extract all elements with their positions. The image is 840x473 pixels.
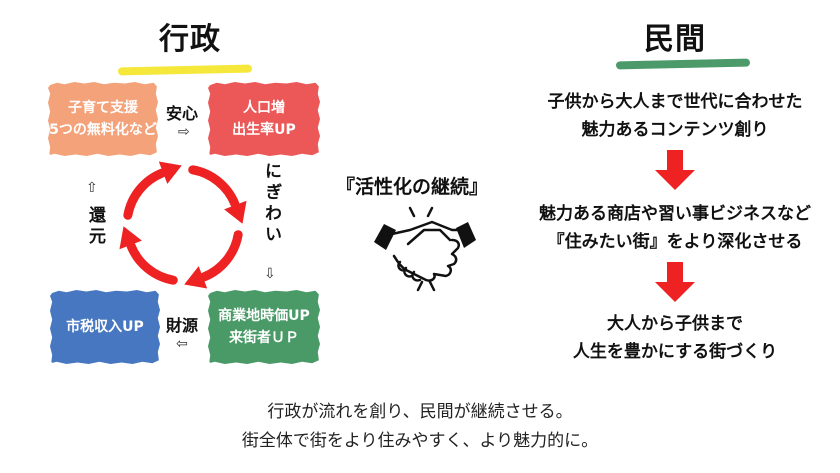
step-3-line-2: 人生を豊かにする街づくり: [572, 342, 778, 362]
population-line-2: 出生率UP: [232, 122, 296, 138]
nigiwai-label: にぎわい: [261, 162, 281, 246]
step-1-line-2: 魅力あるコンテンツ創り: [581, 120, 769, 140]
cycle-arc-bottom-right-head: [184, 266, 208, 289]
commerce-line-2: 来街者ＵＰ: [229, 330, 299, 346]
cycle-arc-top-right: [188, 165, 240, 209]
right-arrow-icon: ⇨: [178, 124, 190, 140]
step-1-line-1: 子供から大人まで世代に合わせた: [547, 92, 803, 112]
private-step-1: 子供から大人まで世代に合わせた 魅力あるコンテンツ創り: [495, 88, 840, 144]
footer-line-2: 街全体で街をより住みやすく、より魅力的に。: [241, 431, 599, 451]
cycle-arc-bottom-left: [126, 241, 178, 285]
right-title-underline: [615, 58, 751, 70]
population-line-1: 人口増: [243, 100, 285, 116]
zaigen-label: 財源: [166, 316, 199, 335]
childcare-support-box: 子育て支援 5つの無料化など: [48, 82, 158, 156]
anshin-label: 安心: [166, 104, 199, 123]
step-3-line-1: 大人から子供まで: [607, 314, 743, 334]
childcare-line-1: 子育て支援: [68, 100, 138, 116]
cycle-arc-bottom-left-head: [119, 226, 142, 250]
up-arrow-icon: ⇧: [86, 180, 98, 196]
down-arrow-icon: ⇩: [264, 266, 276, 282]
commerce-value-box: 商業地時価UP 来街者ＵＰ: [208, 290, 320, 364]
footer-summary: 行政が流れを創り、民間が継続させる。 街全体で街をより住みやすく、より魅力的に。: [0, 398, 840, 456]
left-arrow-icon: ⇦: [176, 336, 188, 352]
population-increase-box: 人口増 出生率UP: [208, 82, 320, 156]
step-2-line-2: 『住みたい街』をより深化させる: [547, 232, 803, 252]
cycle-arc-top-right-head: [224, 200, 247, 224]
kangen-label: 還元: [85, 206, 105, 248]
private-step-2: 魅力ある商店や習い事ビジネスなど 『住みたい街』をより深化させる: [495, 200, 840, 256]
cycle-arc-top-left-head: [158, 161, 182, 184]
cycle-arrows: [119, 161, 247, 289]
center-title: 『活性化の継続』: [336, 176, 489, 198]
step-2-line-1: 魅力ある商店や習い事ビジネスなど: [539, 204, 811, 224]
tax-line-1: 市税収入UP: [66, 319, 144, 335]
handshake-icon: [374, 206, 476, 292]
left-title-underline: [117, 64, 253, 76]
footer-line-1: 行政が流れを創り、民間が継続させる。: [267, 402, 573, 422]
flow-down-arrow-2: [655, 262, 695, 302]
childcare-line-2: 5つの無料化など: [49, 122, 157, 138]
cycle-arc-top-left: [123, 168, 167, 220]
right-title: 民間: [644, 22, 706, 57]
commerce-line-1: 商業地時価UP: [218, 308, 310, 324]
flow-down-arrow-1: [655, 150, 695, 190]
tax-revenue-box: 市税収入UP: [50, 290, 160, 364]
cycle-arc-bottom-right: [199, 230, 243, 282]
left-title: 行政: [159, 22, 221, 57]
private-step-3: 大人から子供まで 人生を豊かにする街づくり: [495, 310, 840, 366]
